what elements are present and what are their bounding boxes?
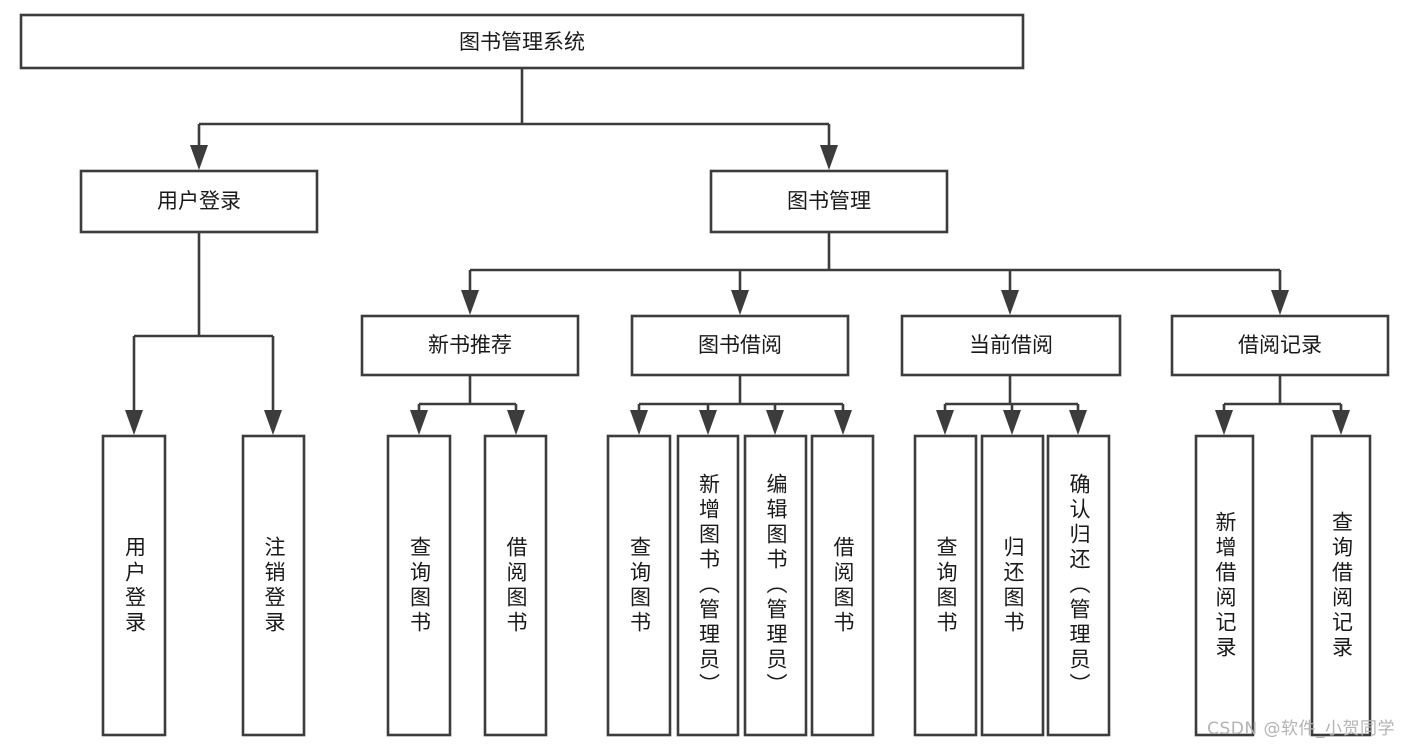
leaf-boxes-user-login	[101, 434, 306, 737]
connector-group-user-login	[125, 232, 282, 435]
arrowhead-book-borrow	[731, 290, 749, 315]
node-user-login[interactable]: 用户登录	[79, 169, 319, 234]
watermark-text: CSDN @软件_小贺同学	[1207, 719, 1395, 739]
node-root-label: 图书管理系统	[459, 30, 585, 54]
leaf-box-logout[interactable]	[241, 434, 306, 737]
node-book-management-box[interactable]	[709, 169, 949, 234]
arrowhead-br-add-record	[1215, 410, 1233, 435]
node-new-book-recommend[interactable]: 新书推荐	[360, 314, 580, 377]
arrowhead-cb-confirm-return	[1069, 410, 1087, 435]
node-root-box[interactable]	[19, 13, 1025, 70]
arrowhead-book-mgmt	[820, 145, 838, 170]
arrowhead-bb-edit-book	[766, 410, 784, 435]
leaf-boxes-book-borrow	[606, 434, 875, 737]
node-borrow-record-box[interactable]	[1170, 314, 1390, 377]
leaf-box-bb-query-book[interactable]	[606, 434, 672, 737]
leaf-boxes-new-book	[386, 434, 548, 737]
leaf-box-cb-return-book[interactable]	[980, 434, 1045, 737]
connector-group-borrow-record	[1215, 375, 1350, 435]
arrowhead-cb-return-book	[1003, 410, 1021, 435]
node-borrow-record-label: 借阅记录	[1238, 333, 1322, 357]
arrowhead-leaf-logout	[264, 410, 282, 435]
leaf-box-user-login[interactable]	[101, 434, 167, 737]
arrowhead-cb-query-book	[936, 410, 954, 435]
arrowhead-current-borrow	[1001, 290, 1019, 315]
node-book-borrow[interactable]: 图书借阅	[630, 314, 850, 377]
node-user-login-box[interactable]	[79, 169, 319, 234]
arrowhead-new-book	[461, 290, 479, 315]
leaf-box-cb-confirm-return[interactable]	[1046, 434, 1111, 737]
node-borrow-record[interactable]: 借阅记录	[1170, 314, 1390, 377]
arrowhead-borrow-record	[1271, 290, 1289, 315]
leaf-boxes-borrow-record	[1194, 434, 1372, 737]
leaf-box-br-query-record[interactable]	[1310, 434, 1372, 737]
leaf-box-br-add-record[interactable]	[1194, 434, 1255, 737]
connector-group-new-book	[410, 375, 525, 435]
leaf-box-bb-edit-book[interactable]	[743, 434, 808, 737]
node-book-management-label: 图书管理	[787, 189, 871, 213]
node-current-borrow-box[interactable]	[900, 314, 1122, 377]
arrowhead-leaf-user-login	[125, 410, 143, 435]
node-current-borrow[interactable]: 当前借阅	[900, 314, 1122, 377]
node-current-borrow-label: 当前借阅	[969, 333, 1053, 357]
arrowhead-user-login	[190, 145, 208, 170]
connector-group-root	[190, 68, 838, 170]
arrowhead-bb-add-book	[699, 410, 717, 435]
leaf-boxes-current-borrow	[913, 434, 1111, 737]
leaf-box-nb-query-book[interactable]	[386, 434, 452, 737]
node-new-book-recommend-box[interactable]	[360, 314, 580, 377]
node-root[interactable]: 图书管理系统	[19, 13, 1025, 70]
node-book-borrow-label: 图书借阅	[698, 333, 782, 357]
arrowhead-br-query-record	[1332, 410, 1350, 435]
connector-group-current-borrow	[936, 375, 1087, 435]
node-book-borrow-box[interactable]	[630, 314, 850, 377]
leaf-box-bb-borrow-book[interactable]	[810, 434, 875, 737]
leaf-box-cb-query-book[interactable]	[913, 434, 978, 737]
leaf-box-nb-borrow-book[interactable]	[483, 434, 548, 737]
node-new-book-recommend-label: 新书推荐	[428, 333, 512, 357]
arrowhead-nb-query-book	[410, 410, 428, 435]
connector-group-book-mgmt	[461, 232, 1289, 315]
node-book-management[interactable]: 图书管理	[709, 169, 949, 234]
arrowhead-bb-query-book	[630, 410, 648, 435]
arrowhead-bb-borrow-book	[834, 410, 852, 435]
node-user-login-label: 用户登录	[157, 189, 241, 213]
connector-group-book-borrow	[630, 375, 852, 435]
arrowhead-nb-borrow-book	[507, 410, 525, 435]
leaf-box-bb-add-book[interactable]	[676, 434, 740, 737]
